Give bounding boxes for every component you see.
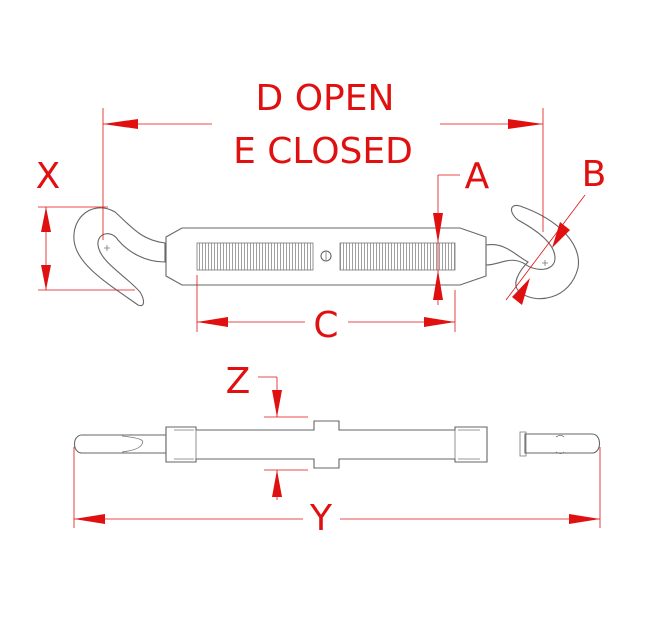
label-d-open: D OPEN (256, 78, 395, 119)
body-side (165, 420, 488, 469)
left-thread (196, 242, 314, 271)
label-e-closed: E CLOSED (233, 131, 413, 172)
dimension-x: X (36, 156, 135, 291)
left-hook (73, 207, 166, 307)
top-view (73, 204, 579, 307)
label-b: B (582, 154, 607, 195)
right-thread (339, 242, 456, 271)
dimension-c: C (196, 275, 456, 346)
label-c: C (313, 305, 338, 346)
side-view (73, 420, 601, 469)
label-x: X (36, 156, 61, 197)
left-hook-side (73, 434, 167, 454)
label-z: Z (226, 361, 251, 402)
right-hook-side (524, 433, 601, 454)
dimension-z: Z (226, 361, 308, 500)
dimension-d-e: D OPEN E CLOSED (102, 78, 544, 240)
dimension-b: B (505, 154, 607, 305)
right-hook (485, 204, 579, 300)
dimension-y: Y (73, 447, 601, 539)
label-a: A (465, 156, 490, 197)
label-y: Y (309, 498, 333, 539)
dimension-a: A (433, 156, 490, 305)
